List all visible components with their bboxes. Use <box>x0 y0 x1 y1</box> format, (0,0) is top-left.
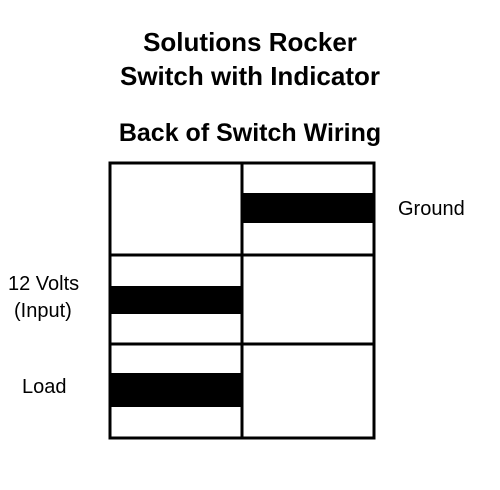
diagram-title-line-1: Solutions Rocker <box>143 27 357 57</box>
load-terminal <box>110 373 242 407</box>
ground-terminal <box>242 193 374 223</box>
diagram-title-line-2: Switch with Indicator <box>119 61 380 91</box>
ground-label: Ground <box>398 198 465 220</box>
load-label: Load <box>22 376 67 398</box>
input-label-type: (Input) <box>14 300 72 322</box>
diagram-subtitle: Back of Switch Wiring <box>118 119 382 147</box>
input-terminal <box>110 286 242 314</box>
input-label-voltage: 12 Volts <box>8 273 80 295</box>
